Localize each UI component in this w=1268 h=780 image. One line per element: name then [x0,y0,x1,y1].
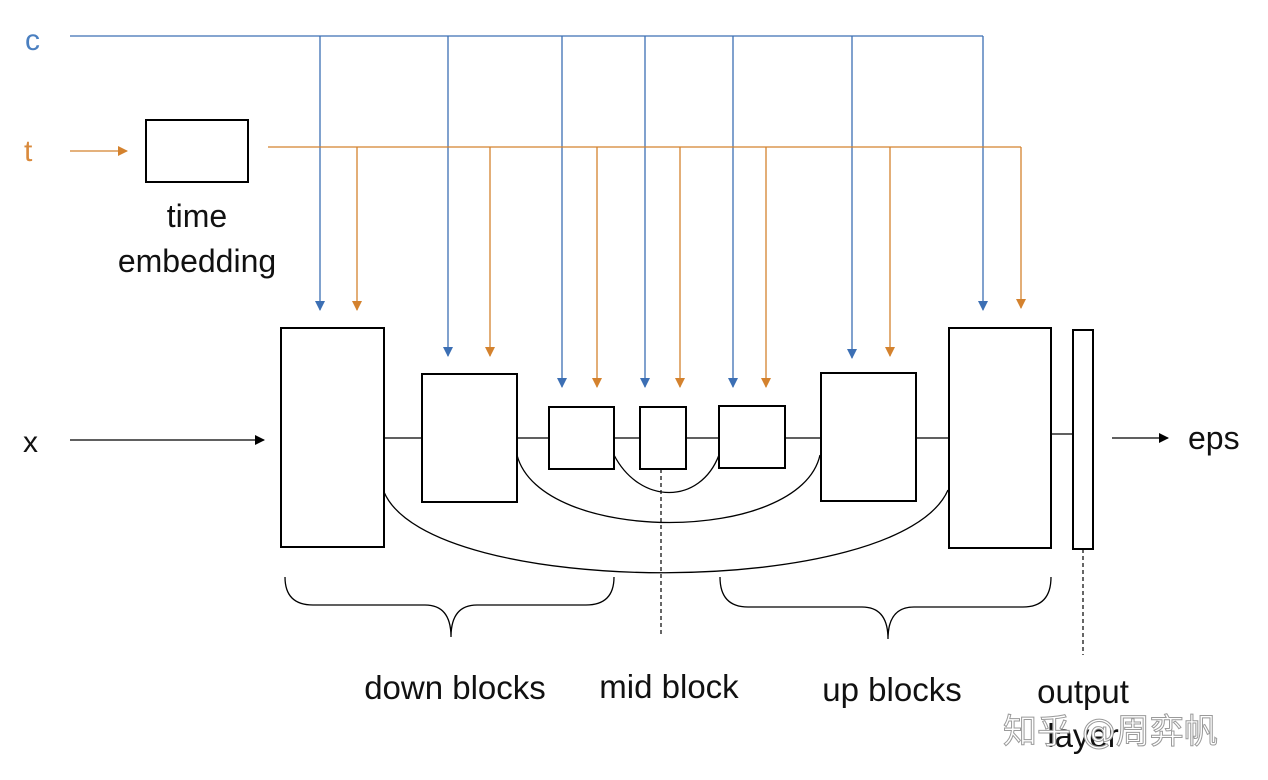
up-blocks-brace [719,576,1052,640]
up-block-2 [820,372,917,502]
down-block-1 [280,327,385,548]
main-path-wires [384,433,1169,443]
up-blocks-label: up blocks [822,671,961,708]
down-block-3 [548,406,615,470]
c-input-label: c [25,24,40,57]
skip-connection-inner [613,454,720,494]
output-layer-block [1072,329,1094,550]
down-block-2 [421,373,518,503]
t-conditioning-lines [268,146,1026,388]
t-input-label: t [24,135,33,168]
down-blocks-label: down blocks [364,669,546,706]
skip-connection-middle [516,454,821,524]
mid-block-box [639,406,687,470]
time-embedding-label-line1: time [167,198,227,234]
down-blocks-brace [284,576,615,638]
output-layer-label-line1: output [1037,673,1129,710]
mid-block-label: mid block [599,668,739,705]
watermark: 知乎 @周弈帆 [1003,712,1218,752]
skip-connections [383,454,949,574]
up-block-1 [718,405,786,469]
skip-connection-outer [383,489,949,574]
up-block-3 [948,327,1052,549]
eps-output-label: eps [1188,420,1240,456]
output-layer-label-line2: layer [1047,717,1119,754]
time-embedding-block [145,119,249,183]
x-input-label: x [23,426,38,459]
unet-blocks [280,327,1094,550]
time-embedding-label-line2: embedding [118,243,276,279]
c-conditioning-lines [70,35,988,388]
